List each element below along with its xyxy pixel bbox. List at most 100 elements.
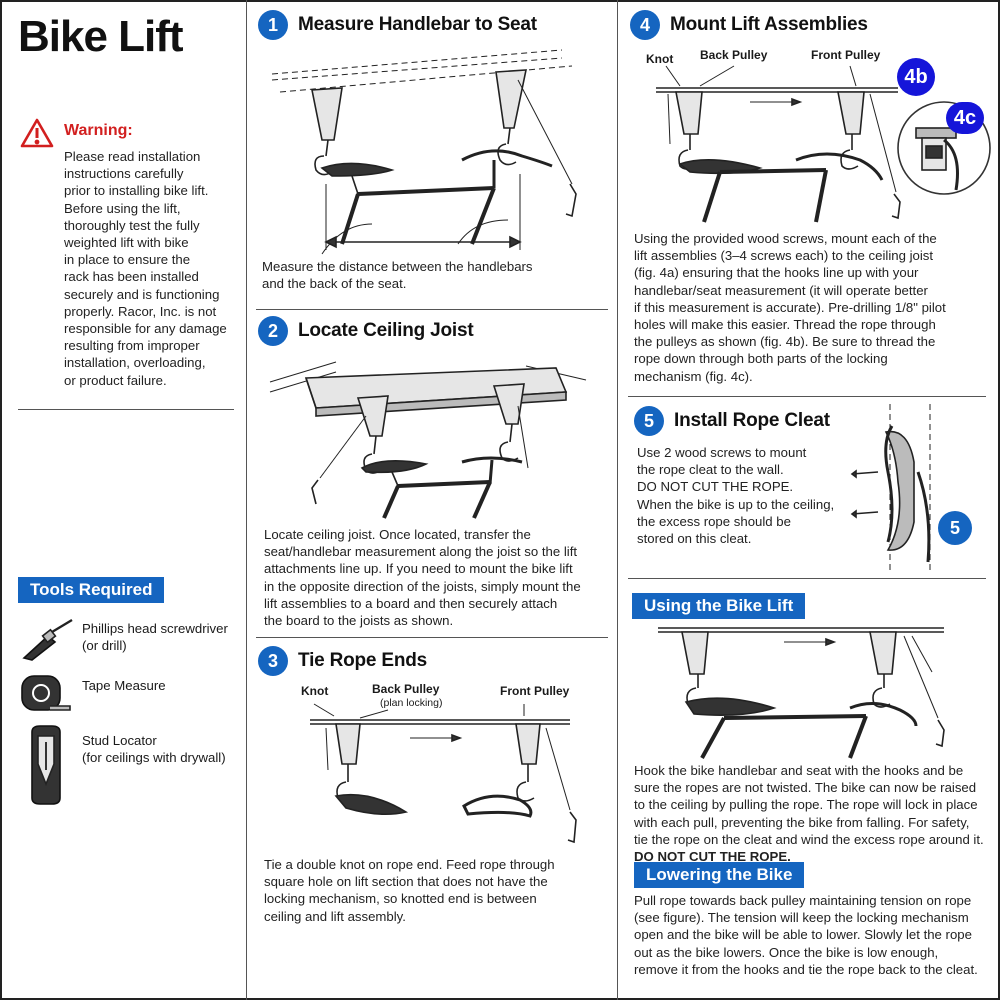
using-illustration: [658, 627, 945, 759]
step-2-number: 2: [258, 316, 288, 346]
step-2-line: in the opposite direction of the joists,…: [264, 578, 581, 594]
warning-line: Please read installation: [64, 149, 201, 164]
tool-sub: (or drill): [82, 638, 127, 653]
step-1-header: 1 Measure Handlebar to Seat: [258, 10, 537, 40]
warning-line: instructions carefully: [64, 166, 184, 182]
step-1-line: Measure the distance between the handleb…: [262, 259, 533, 274]
lowering-text: Pull rope towards back pulley maintainin…: [634, 892, 990, 978]
tool-screwdriver: Phillips head screwdriver (or drill): [82, 620, 228, 654]
step-3-line: Tie a double knot on rope end. Feed rope…: [264, 857, 555, 872]
step-4-line: (fig. 4a) ensuring that the hooks line u…: [634, 265, 919, 281]
step-4-line: holes will make this easier. Thread the …: [634, 317, 936, 333]
step-4-line: mechanism (fig. 4c).: [634, 368, 753, 384]
step-3-number: 3: [258, 646, 288, 676]
tool-stud-locator: Stud Locator (for ceilings with drywall): [82, 732, 226, 766]
step-3-line: ceiling and lift assembly.: [264, 908, 406, 924]
step-1-text: Measure the distance between the handleb…: [262, 258, 602, 292]
warning-line: weighted lift with bike: [64, 235, 189, 251]
step-3-front-pulley-label: Front Pulley: [500, 684, 570, 698]
step-1-illustration: [271, 49, 577, 255]
step-5-line: Use 2 wood screws to mount: [637, 445, 807, 460]
step-3-line: square hole on lift section that does no…: [264, 874, 548, 890]
step-3-illustration: [310, 703, 577, 844]
step-4-knot-label: Knot: [646, 52, 674, 66]
using-line: Hook the bike handlebar and seat with th…: [634, 763, 964, 778]
step-3-back-pulley-sub: (plan locking): [380, 697, 443, 709]
using-heading: Using the Bike Lift: [632, 593, 806, 619]
using-line: sure the ropes are not twisted. The bike…: [634, 780, 977, 796]
step-5-title: Install Rope Cleat: [674, 410, 830, 431]
step-5-badge: 5: [938, 511, 972, 545]
tool-sub: (for ceilings with drywall): [82, 750, 226, 765]
step-5-text: Use 2 wood screws to mount the rope clea…: [637, 444, 857, 547]
warning-icon: [20, 118, 54, 148]
lowering-line: open and the bike will be able to lower.…: [634, 927, 972, 943]
step-2-header: 2 Locate Ceiling Joist: [258, 316, 474, 346]
step-2-text: Locate ceiling joist. Once located, tran…: [264, 526, 608, 629]
step-3-header: 3 Tie Rope Ends: [258, 646, 427, 676]
divider-step4: [628, 396, 986, 397]
fig-4c-badge: 4c: [946, 102, 984, 134]
page-title: Bike Lift: [18, 12, 184, 61]
tool-label: Phillips head screwdriver: [82, 621, 228, 636]
step-2-line: seat/handlebar measurement along the joi…: [264, 544, 578, 560]
step-4-line: the pulleys as shown (fig. 4b). Be sure …: [634, 334, 936, 350]
lowering-line: remove it from the hooks and tie the rop…: [634, 961, 978, 977]
tape-measure-icon: [21, 675, 71, 711]
warning-line: properly. Racor, Inc. is not: [64, 303, 217, 319]
warning-line: resulting from improper: [64, 338, 200, 354]
step-4-line: handlebar/seat measurement (it will oper…: [634, 282, 928, 298]
step-3-knot-label: Knot: [301, 684, 329, 698]
column-divider-left: [246, 0, 247, 1000]
step-5-line: stored on this cleat.: [637, 531, 752, 547]
step-1-title: Measure Handlebar to Seat: [298, 14, 537, 35]
warning-line: rack has been installed: [64, 269, 199, 285]
warning-line: or product failure.: [64, 372, 167, 388]
step-5-header: 5 Install Rope Cleat: [634, 406, 830, 436]
step-2-illustration: [269, 361, 587, 519]
step-2-title: Locate Ceiling Joist: [298, 320, 474, 341]
step-4-front-pulley-label: Front Pulley: [811, 48, 881, 62]
step-4-line: if this measurement is accurate). Pre-dr…: [634, 299, 946, 315]
lowering-line: out as the bike lowers. Once the bike is…: [634, 944, 939, 960]
divider-step5: [628, 578, 986, 579]
warning-heading: Warning:: [64, 122, 133, 139]
step-2-line: lift assemblies to a board and then secu…: [264, 595, 558, 611]
step-4-header: 4 Mount Lift Assemblies: [630, 10, 868, 40]
warning-text: Please read installation instructions ca…: [64, 148, 242, 389]
using-line: to the ceiling by pulling the rope. The …: [634, 797, 978, 813]
step-1-number: 1: [258, 10, 288, 40]
step-4-line: rope down through both parts of the lock…: [634, 351, 888, 367]
stud-locator-icon: [31, 725, 61, 805]
step-3-text: Tie a double knot on rope end. Feed rope…: [264, 856, 604, 925]
step-5-line: the excess rope should be: [637, 513, 791, 529]
tool-label: Stud Locator: [82, 733, 157, 748]
step-3-line: locking mechanism, so knotted end is bet…: [264, 891, 537, 907]
using-line: tie the rope on the cleat and wind the e…: [634, 831, 984, 847]
warning-line: securely and is functioning: [64, 286, 220, 302]
fig-4b-badge: 4b: [897, 58, 935, 96]
using-line-warning: DO NOT CUT THE ROPE.: [634, 849, 791, 865]
warning-line: in place to ensure the: [64, 252, 191, 268]
divider-step2: [256, 637, 608, 638]
column-divider-right: [617, 0, 618, 1000]
step-3-title: Tie Rope Ends: [298, 650, 428, 671]
step-1-line: and the back of the seat.: [262, 276, 407, 292]
step-2-line: Locate ceiling joist. Once located, tran…: [264, 527, 531, 542]
step-3-back-pulley-label: Back Pulley: [372, 682, 440, 696]
warning-line: thoroughly test the fully: [64, 217, 200, 233]
tool-tape-measure: Tape Measure: [82, 677, 166, 694]
step-5-line: DO NOT CUT THE ROPE.: [637, 479, 794, 495]
step-4-line: Using the provided wood screws, mount ea…: [634, 231, 937, 246]
step-4-text: Using the provided wood screws, mount ea…: [634, 230, 986, 385]
tool-label: Tape Measure: [82, 678, 166, 693]
step-5-line: the rope cleat to the wall.: [637, 462, 784, 478]
step-5-line: When the bike is up to the ceiling,: [637, 496, 835, 512]
using-line: with each pull, preventing the bike from…: [634, 814, 970, 830]
divider-step1: [256, 309, 608, 310]
warning-line: responsible for any damage: [64, 321, 227, 337]
warning-line: installation, overloading,: [64, 355, 206, 371]
tools-heading: Tools Required: [18, 577, 165, 603]
step-4-number: 4: [630, 10, 660, 40]
